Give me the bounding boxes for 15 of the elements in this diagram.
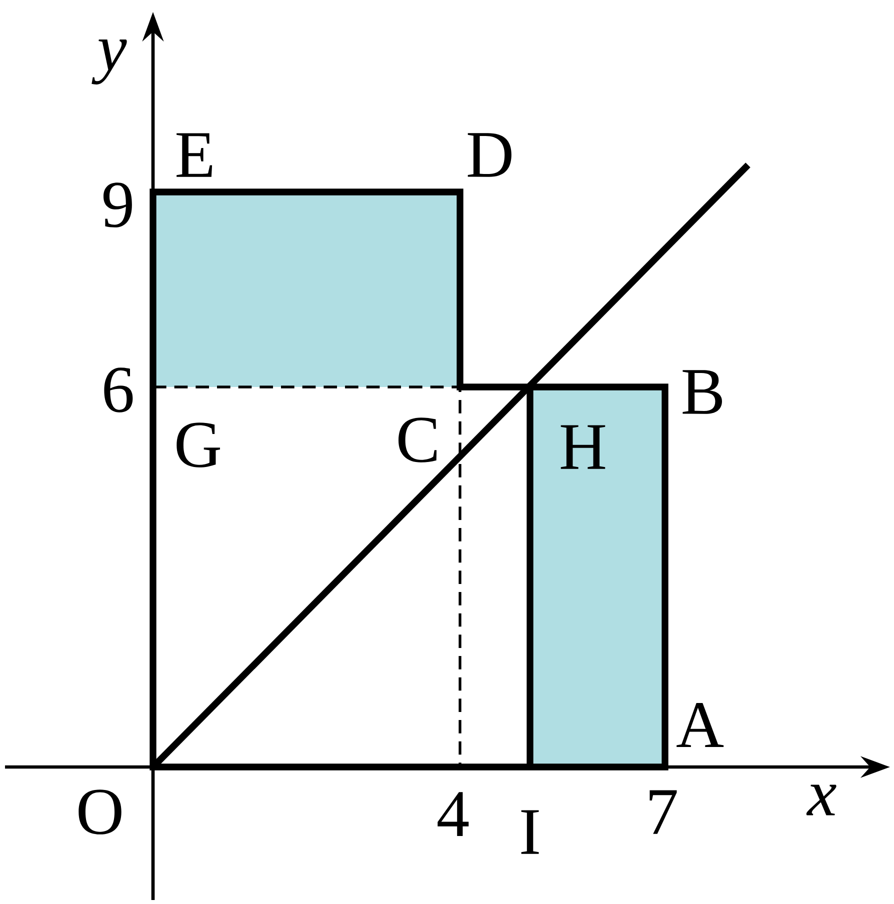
point-label: G xyxy=(176,422,220,468)
tick-label: 7 xyxy=(650,790,677,834)
tick-label: 9 xyxy=(104,182,132,228)
point-label: D xyxy=(468,133,512,177)
axis-label: x xyxy=(806,784,836,816)
tick-label: 4 xyxy=(438,792,469,836)
point-label: A xyxy=(676,703,724,748)
point-label: B xyxy=(682,370,722,414)
point-label: O xyxy=(78,790,122,834)
point-label: I xyxy=(521,810,539,854)
tick-label: 6 xyxy=(104,368,133,412)
point-label: C xyxy=(398,418,437,462)
point-label: E xyxy=(176,133,212,177)
axis-label: y xyxy=(92,40,127,84)
point-label: H xyxy=(560,425,606,469)
